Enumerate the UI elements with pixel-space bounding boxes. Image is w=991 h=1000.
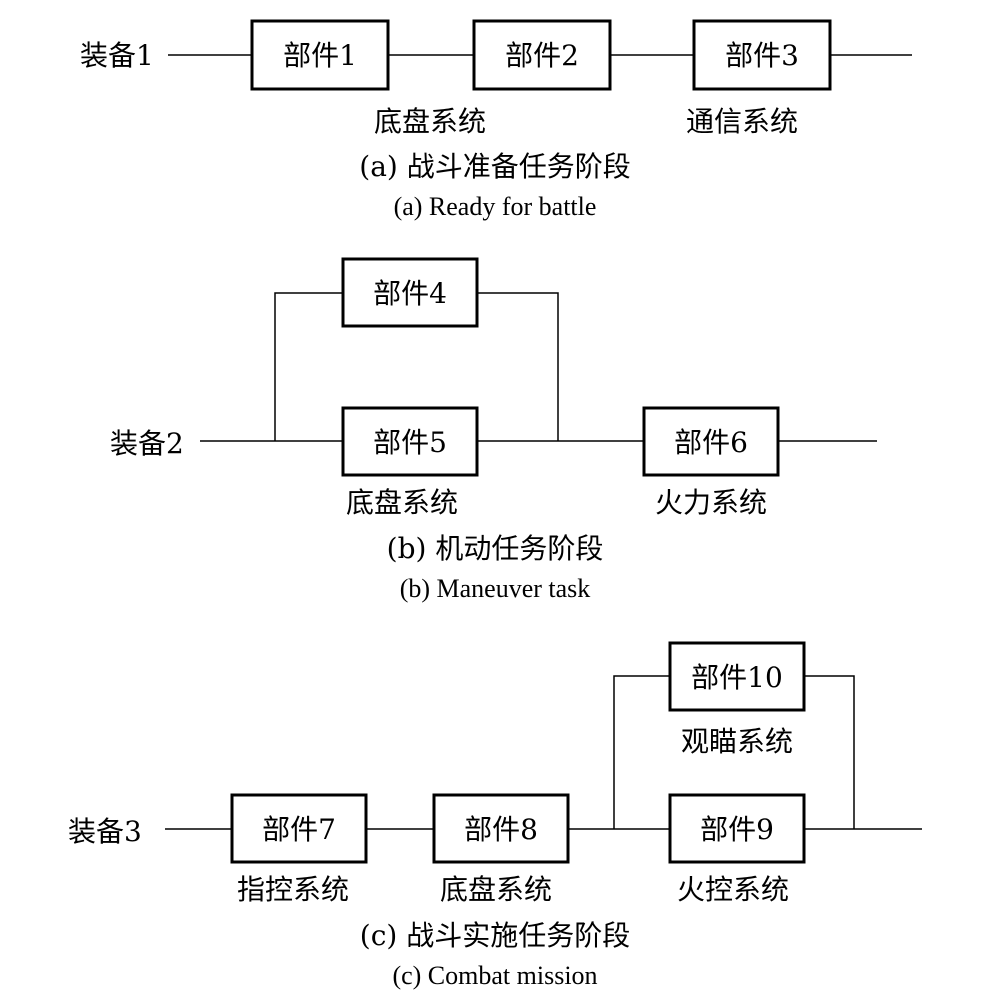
panel-b-part-4-label: 部件4 — [373, 277, 447, 310]
panel-b-caption-zh: (b) 机动任务阶段 — [387, 532, 604, 565]
panel-b-part-6-label: 部件6 — [674, 426, 748, 459]
panel-a-system-label-2: 通信系统 — [686, 105, 798, 138]
panel-a-caption-en: (a) Ready for battle — [394, 192, 597, 221]
panel-c-part-7-label: 部件7 — [262, 813, 336, 846]
panel-c-parallel-wire-top-right — [804, 675, 855, 829]
panel-a-system-label-1: 底盘系统 — [374, 105, 486, 138]
panel-b-parallel-wire-top-left — [274, 292, 343, 441]
panel-a-part-2-label: 部件2 — [505, 39, 579, 72]
panel-a-part-3-box — [692, 19, 832, 91]
panel-c-system-label-4: 火控系统 — [677, 873, 789, 906]
panel-c-system-label-1: 指控系统 — [237, 873, 349, 906]
panel-c-system-label-3: 观瞄系统 — [681, 725, 793, 758]
panel-a-caption-zh: (a) 战斗准备任务阶段 — [359, 150, 630, 183]
panel-b: 装备2 部件4 部件5 部件6 底盘系统 火力系统 (b) 机动任务阶段 (b)… — [110, 257, 877, 603]
panel-c: 装备3 部件7 部件8 部件10 部件9 观瞄系统 指控系统 底盘系统 火控系统… — [68, 641, 922, 990]
panel-b-part-5-label: 部件5 — [373, 426, 447, 459]
panel-b-part-6-box — [642, 406, 780, 477]
panel-b-equipment-label: 装备2 — [110, 427, 184, 460]
panel-c-part-8-label: 部件8 — [464, 813, 538, 846]
panel-b-system-label-2: 火力系统 — [655, 486, 767, 519]
panel-c-equipment-label: 装备3 — [68, 815, 142, 848]
panel-a-part-1-label: 部件1 — [283, 39, 357, 72]
panel-c-caption-zh: (c) 战斗实施任务阶段 — [360, 919, 630, 952]
panel-c-part-7-box — [230, 793, 368, 864]
panel-b-caption-en: (b) Maneuver task — [400, 574, 591, 603]
panel-a: 装备1 部件1 部件2 部件3 底盘系统 通信系统 (a) 战斗准备任务阶段 (… — [80, 19, 912, 221]
panel-a-part-3-label: 部件3 — [725, 39, 799, 72]
panel-a-equipment-label: 装备1 — [80, 39, 154, 72]
panel-c-parallel-wire-top-left — [613, 675, 670, 829]
panel-c-part-10-label: 部件10 — [691, 661, 783, 694]
panel-c-caption-en: (c) Combat mission — [392, 961, 597, 990]
panel-b-part-5-box — [341, 406, 479, 477]
panel-c-part-10-box — [668, 641, 806, 712]
panel-b-parallel-wire-top-right — [477, 292, 559, 441]
panel-c-part-9-box — [668, 793, 806, 864]
panel-b-system-label-1: 底盘系统 — [346, 486, 458, 519]
panel-c-part-9-label: 部件9 — [700, 813, 774, 846]
panel-c-system-label-2: 底盘系统 — [440, 873, 552, 906]
